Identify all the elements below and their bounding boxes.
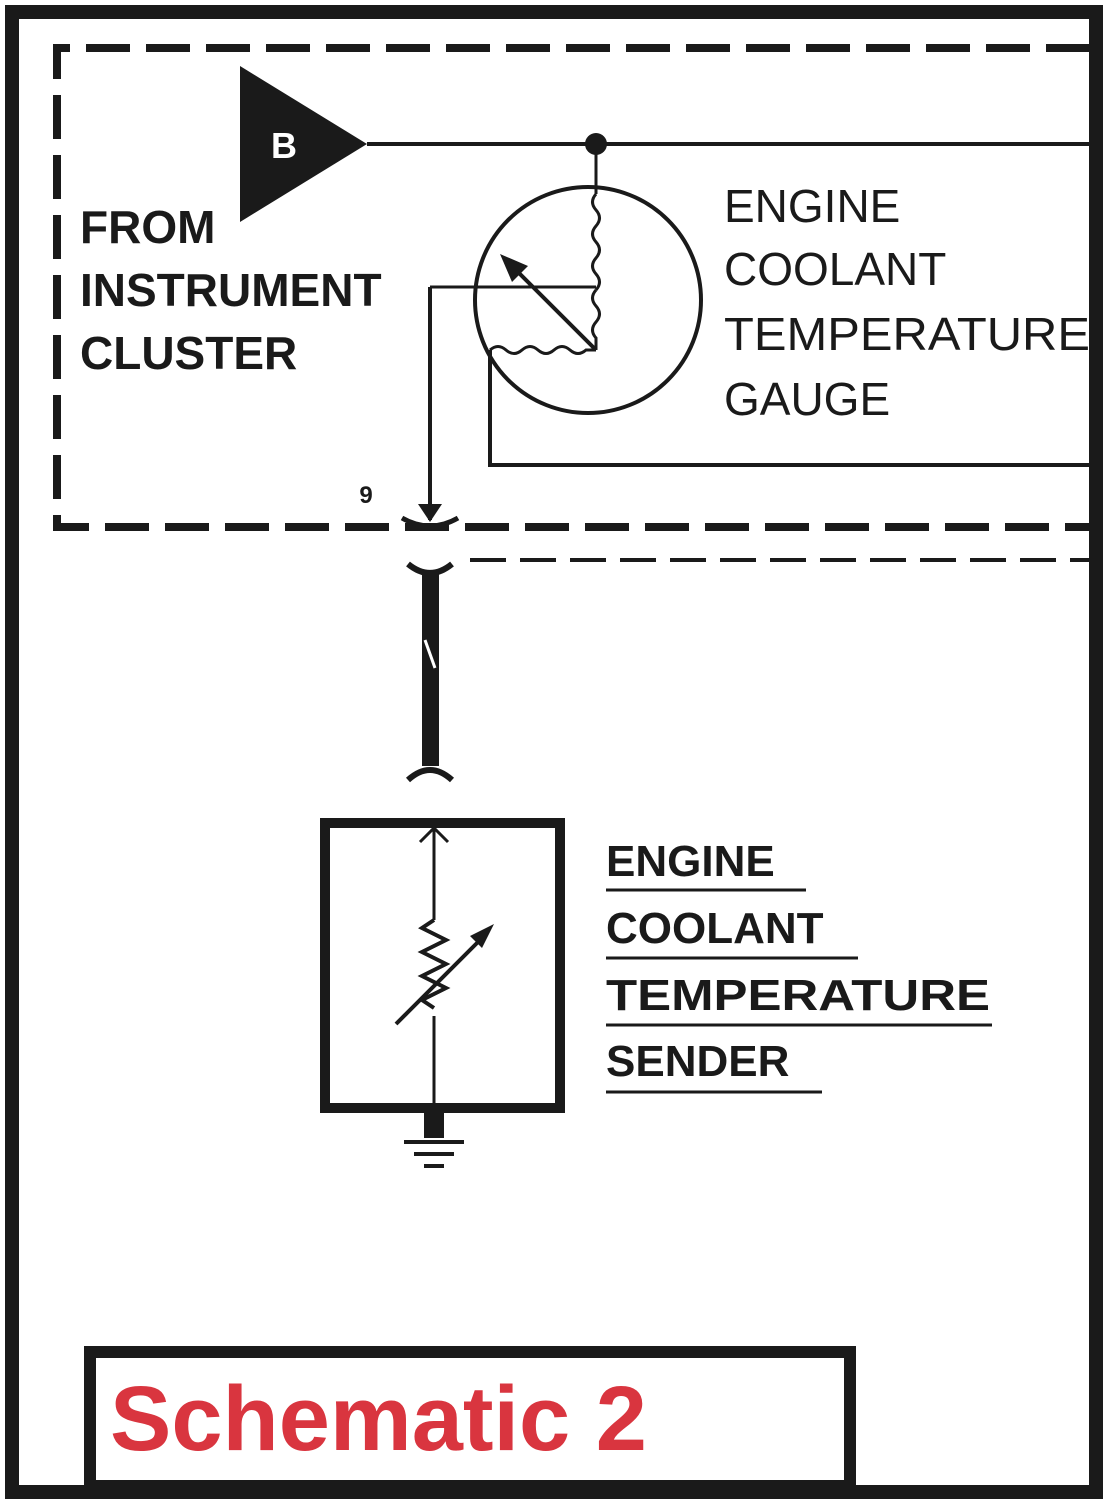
schematic-title: Schematic 2 [110, 1368, 647, 1470]
source-label-line-1: FROM [80, 201, 215, 253]
sender-label-line-4: SENDER [606, 1037, 789, 1086]
cluster-boundary [53, 44, 1090, 531]
sender-label: ENGINE COOLANT TEMPERATURE SENDER [606, 837, 992, 1094]
title-box: Schematic 2 [84, 1346, 856, 1492]
pin-number: 9 [359, 482, 372, 509]
temperature-sender-symbol [320, 818, 565, 1113]
gauge-label: ENGINE COOLANT TEMPERATURE GAUGE [724, 180, 1090, 425]
sender-label-line-3: TEMPERATURE [606, 971, 990, 1020]
temperature-gauge-symbol [430, 144, 703, 415]
source-label: FROM INSTRUMENT CLUSTER [80, 201, 382, 379]
return-loop-wire [488, 350, 1090, 467]
source-label-line-3: CLUSTER [80, 327, 297, 379]
gauge-label-line-2: COOLANT [724, 243, 946, 295]
pin-9-connector [400, 515, 460, 529]
gauge-label-line-4: GAUGE [724, 373, 890, 425]
source-label-line-2: INSTRUMENT [80, 264, 382, 316]
source-b-label: B [271, 125, 297, 166]
sender-label-line-2: COOLANT [606, 904, 824, 953]
ground-symbol [404, 1108, 464, 1168]
source-b-marker: B [240, 66, 367, 222]
wire-code: \ [0, 0, 1, 1]
harness-wire [405, 561, 455, 783]
gauge-label-line-1: ENGINE [724, 180, 900, 232]
gauge-label-line-3: TEMPERATURE [724, 308, 1090, 360]
sender-label-line-1: ENGINE [606, 837, 775, 886]
pin-arrow [418, 504, 442, 522]
